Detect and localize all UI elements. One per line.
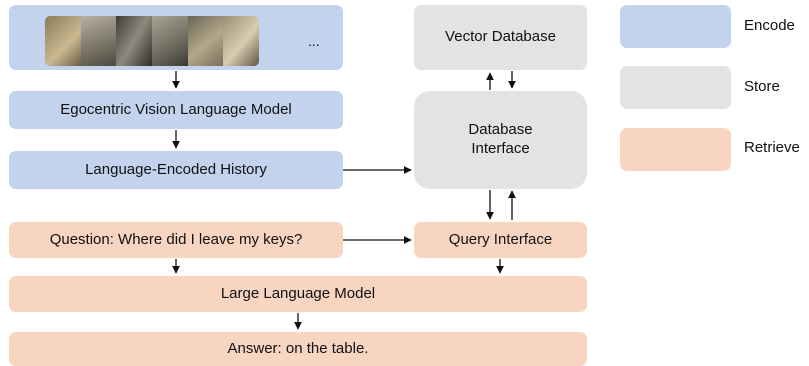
legend-swatch-retrieve <box>620 128 731 171</box>
legend-label-store: Store <box>744 78 780 95</box>
vlm-box: Egocentric Vision Language Model <box>9 91 343 129</box>
answer-box: Answer: on the table. <box>9 332 587 366</box>
legend-label-encode: Encode <box>744 17 795 34</box>
database-interface-box: Database Interface <box>414 91 587 189</box>
video-ellipsis: ... <box>308 33 320 49</box>
video-frame <box>223 16 259 66</box>
video-frame <box>152 16 188 66</box>
question-box: Question: Where did I leave my keys? <box>9 222 343 258</box>
database-interface-label: Database Interface <box>468 121 533 157</box>
video-frame <box>45 16 81 66</box>
video-frames-strip <box>45 16 259 66</box>
history-box: Language-Encoded History <box>9 151 343 189</box>
llm-box: Large Language Model <box>9 276 587 312</box>
video-frame <box>187 16 224 66</box>
legend-swatch-store <box>620 66 731 109</box>
legend-swatch-encode <box>620 5 731 48</box>
video-frame <box>80 16 117 66</box>
video-frame <box>116 16 153 66</box>
query-interface-box: Query Interface <box>414 222 587 258</box>
vector-database-box: Vector Database <box>414 5 587 70</box>
legend-label-retrieve: Retrieve <box>744 139 800 156</box>
